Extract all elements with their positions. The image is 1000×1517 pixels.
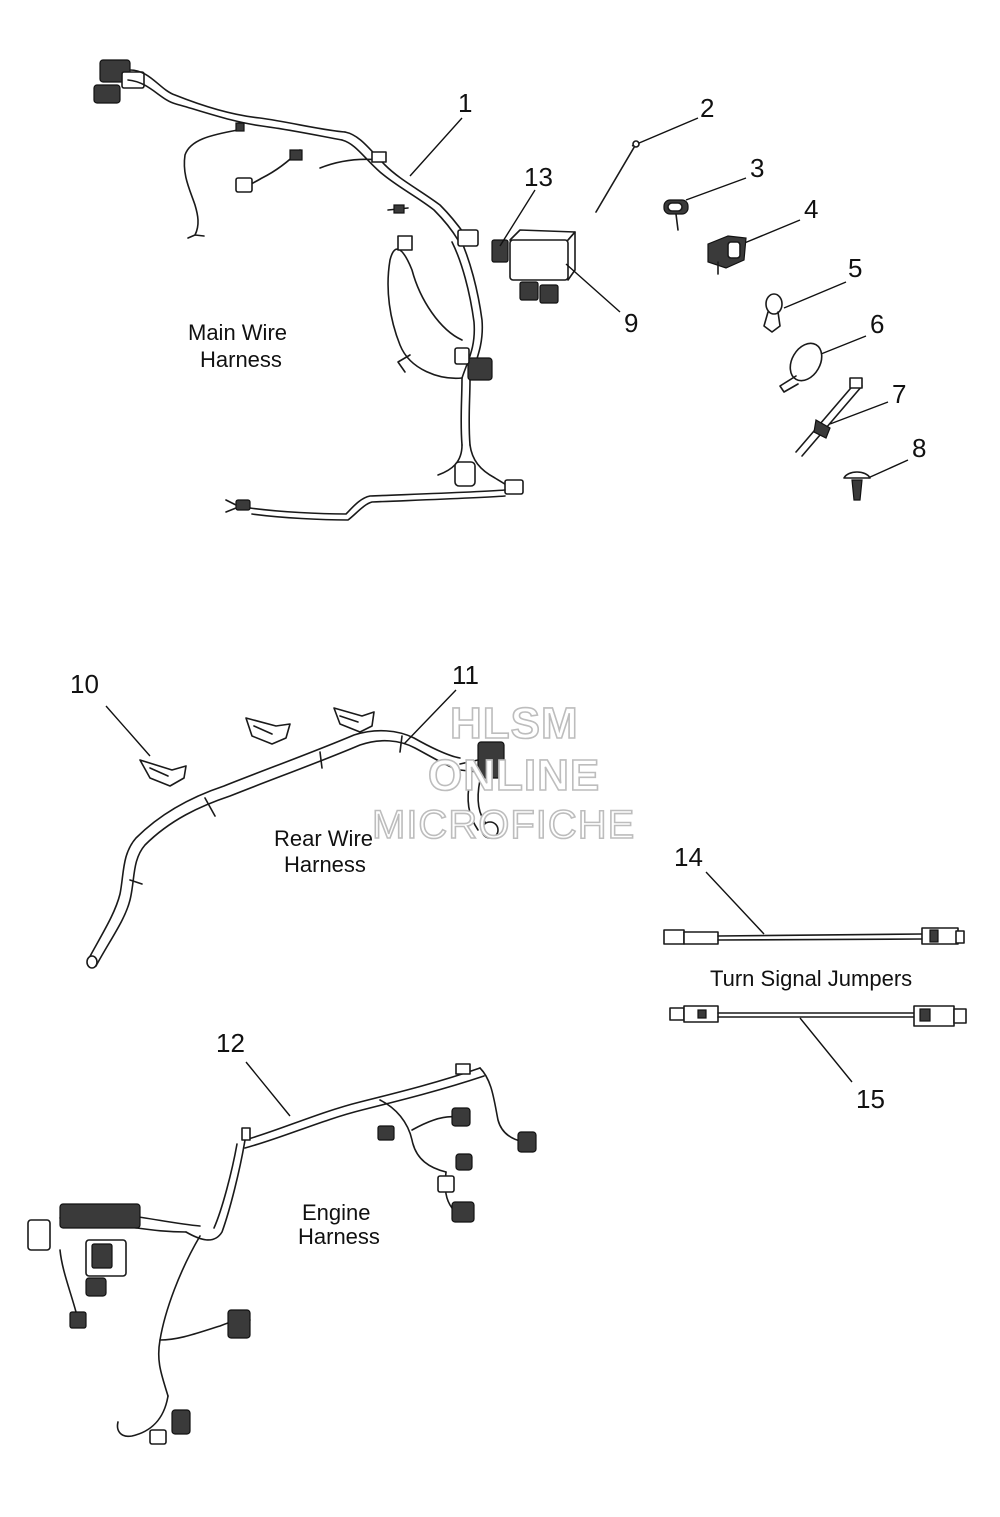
watermark-line3: MICROFICHE: [372, 803, 635, 847]
watermark-line2: ONLINE: [428, 751, 600, 800]
turn-signal-label: Turn Signal Jumpers: [710, 966, 912, 991]
callout-10: 10: [70, 669, 99, 699]
callout-2: 2: [700, 93, 714, 123]
callout-6: 6: [870, 309, 884, 339]
rear-harness-label-line1: Rear Wire: [274, 826, 373, 851]
callout-14: 14: [674, 842, 703, 872]
callout-9: 9: [624, 308, 638, 338]
connector-holder-part: [707, 235, 747, 275]
main-wire-harness-drawing: [93, 59, 576, 521]
ring-clip-part: [763, 293, 783, 333]
callout-13: 13: [524, 162, 553, 192]
cable-tie-part: [595, 140, 640, 213]
callout-11: 11: [452, 660, 479, 690]
engine-harness-label-line1: Engine: [302, 1200, 371, 1225]
callout-1: 1: [458, 88, 472, 118]
callout-15: 15: [856, 1084, 885, 1114]
watermark-line1: HLSM: [450, 699, 579, 748]
callout-7: 7: [892, 379, 906, 409]
edge-tie-part: [795, 377, 863, 457]
engine-harness-label-line2: Harness: [298, 1224, 380, 1249]
turn-signal-jumper-14: [663, 927, 965, 945]
callout-8: 8: [912, 433, 926, 463]
push-mount-tie-part: [779, 342, 823, 393]
callout-3: 3: [750, 153, 764, 183]
callout-5: 5: [848, 253, 862, 283]
callout-12: 12: [216, 1028, 245, 1058]
push-rivet-part: [843, 471, 871, 501]
main-harness-label-line2: Harness: [200, 347, 282, 372]
main-harness-label-line1: Main Wire: [188, 320, 287, 345]
turn-signal-jumper-15: [669, 1005, 967, 1027]
callout-4: 4: [804, 194, 818, 224]
rear-wire-harness-drawing: [86, 707, 505, 969]
rear-harness-label-line2: Harness: [284, 852, 366, 877]
clip-part: [663, 199, 689, 231]
engine-harness-drawing: [27, 1063, 537, 1445]
